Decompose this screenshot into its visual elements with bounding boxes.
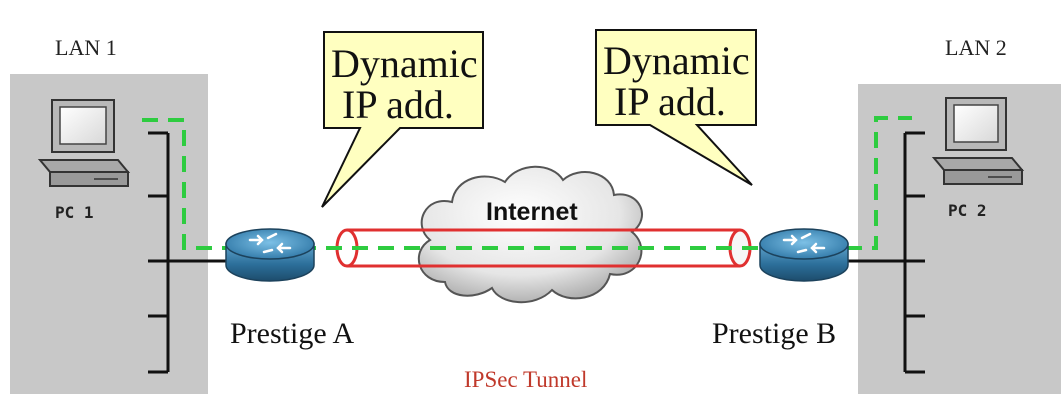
callout-right-line2: IP add. [614, 79, 726, 124]
lan2-bus [845, 131, 925, 374]
router-b-icon [759, 228, 849, 282]
router-b-label: Prestige B [712, 317, 836, 350]
pc1-icon [37, 99, 131, 187]
ipsec-tunnel-label: IPSec Tunnel [464, 367, 587, 392]
callout-left-line2-text: IP add. [342, 82, 454, 127]
router-a-icon [225, 228, 315, 282]
pc2-label: PC 2 [948, 201, 987, 220]
pc1-label: PC 1 [55, 203, 94, 222]
internet-cloud-icon: Internet [417, 165, 643, 304]
callout-left: Dynamic IP add. IP add. [321, 31, 484, 208]
callout-right: Dynamic IP add. [595, 29, 757, 186]
lan1-bus [148, 131, 228, 374]
lan2-title: LAN 2 [945, 35, 1007, 60]
callout-right-line1: Dynamic [603, 38, 750, 83]
vpn-path [142, 116, 912, 250]
pc2-icon [931, 97, 1025, 185]
lan1-title: LAN 1 [55, 35, 117, 60]
callout-left-line1: Dynamic [331, 41, 478, 86]
router-a-label: Prestige A [230, 317, 354, 350]
internet-label: Internet [486, 198, 578, 226]
